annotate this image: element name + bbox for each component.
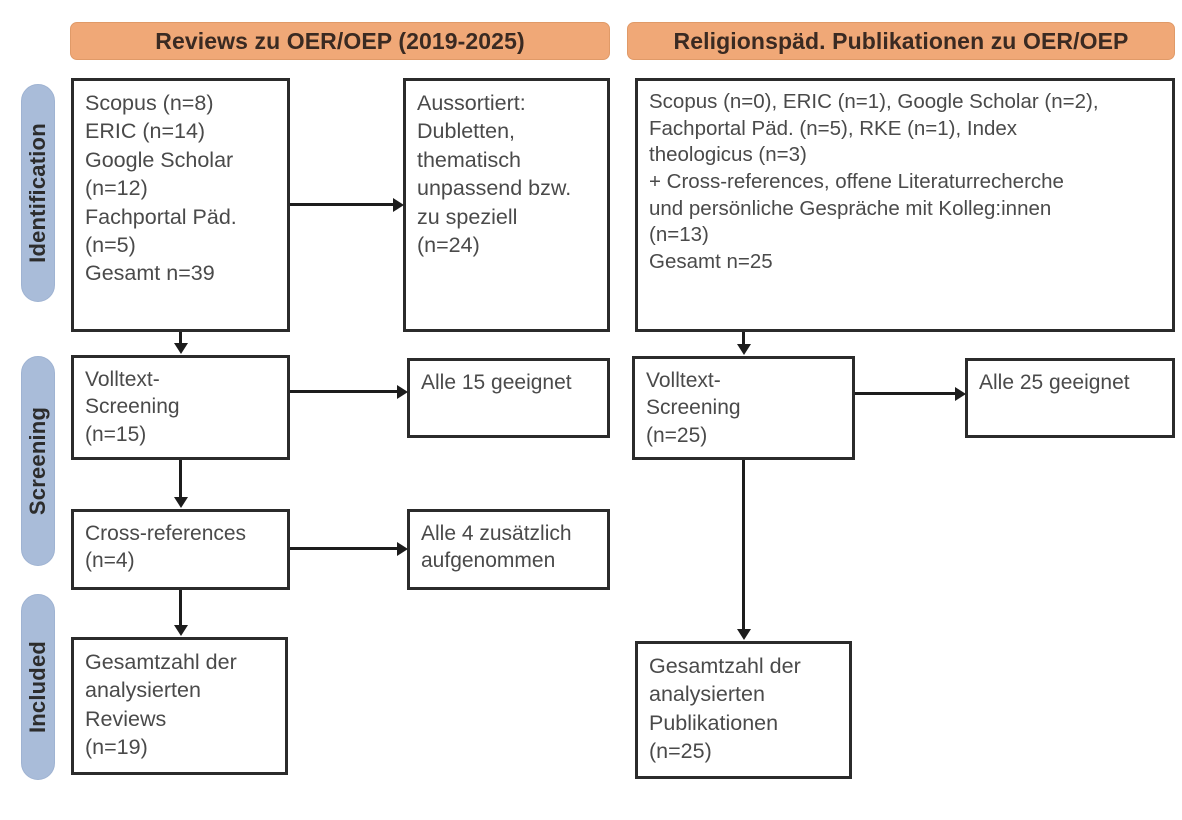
box-left-fulltext-result-text: Alle 15 geeignet [421, 371, 572, 394]
connector-right-fulltext-to-result [855, 392, 956, 395]
box-left-crossrefs: Cross-references (n=4) [71, 509, 290, 590]
arrowhead-left-crossrefs-to-result [397, 542, 408, 556]
stage-label-screening: Screening [25, 406, 51, 516]
connector-left-ident-to-fulltext [179, 332, 182, 344]
box-left-crossrefs-result-text: Alle 4 zusätzlich aufgenommen [421, 522, 572, 573]
box-left-included: Gesamtzahl der analysierten Reviews (n=1… [71, 637, 288, 775]
box-right-fulltext-result: Alle 25 geeignet [965, 358, 1175, 438]
box-left-fulltext-screening: Volltext- Screening (n=15) [71, 355, 290, 460]
connector-right-ident-to-fulltext [742, 332, 745, 345]
column-header-religionspaed-label: Religionspäd. Publikationen zu OER/OEP [673, 27, 1129, 54]
box-left-identification-sources: Scopus (n=8) ERIC (n=14) Google Scholar … [71, 78, 290, 332]
box-left-fulltext-result: Alle 15 geeignet [407, 358, 610, 438]
arrowhead-left-fulltext-to-crossrefs [174, 497, 188, 508]
stage-pill-screening: Screening [21, 356, 55, 566]
stage-pill-identification: Identification [21, 84, 55, 302]
stage-label-included: Included [25, 640, 50, 734]
box-right-included: Gesamtzahl der analysierten Publikatione… [635, 641, 852, 779]
connector-left-ident-to-excluded [290, 203, 394, 206]
arrowhead-right-fulltext-to-result [955, 387, 966, 401]
connector-right-fulltext-to-included [742, 460, 745, 630]
box-right-included-text: Gesamtzahl der analysierten Publikatione… [649, 654, 801, 764]
box-right-identification-sources: Scopus (n=0), ERIC (n=1), Google Scholar… [635, 78, 1175, 332]
arrowhead-right-fulltext-to-included [737, 629, 751, 640]
box-right-fulltext-screening: Volltext- Screening (n=25) [632, 356, 855, 460]
arrowhead-right-ident-to-fulltext [737, 344, 751, 355]
stage-pill-included: Included [21, 594, 55, 780]
box-right-identification-sources-text: Scopus (n=0), ERIC (n=1), Google Scholar… [649, 90, 1099, 273]
column-header-reviews-label: Reviews zu OER/OEP (2019-2025) [155, 27, 525, 54]
connector-left-crossrefs-to-included [179, 590, 182, 626]
arrowhead-left-crossrefs-to-included [174, 625, 188, 636]
box-left-crossrefs-text: Cross-references (n=4) [85, 522, 247, 573]
box-right-fulltext-result-text: Alle 25 geeignet [979, 371, 1130, 394]
arrowhead-left-ident-to-excluded [393, 198, 404, 212]
column-header-reviews: Reviews zu OER/OEP (2019-2025) [70, 22, 610, 60]
stage-label-identification: Identification [25, 123, 51, 263]
connector-left-fulltext-to-crossrefs [179, 460, 182, 498]
box-left-excluded-text: Aussortiert: Dubletten, thematisch unpas… [417, 91, 572, 257]
box-left-included-text: Gesamtzahl der analysierten Reviews (n=1… [85, 650, 237, 760]
box-right-fulltext-screening-text: Volltext- Screening (n=25) [646, 369, 741, 447]
connector-left-crossrefs-to-result [290, 547, 398, 550]
connector-left-fulltext-to-result [290, 390, 398, 393]
box-left-fulltext-screening-text: Volltext- Screening (n=15) [85, 368, 180, 446]
column-header-religionspaed: Religionspäd. Publikationen zu OER/OEP [627, 22, 1175, 60]
arrowhead-left-ident-to-fulltext [174, 343, 188, 354]
box-left-identification-sources-text: Scopus (n=8) ERIC (n=14) Google Scholar … [85, 91, 237, 286]
arrowhead-left-fulltext-to-result [397, 385, 408, 399]
box-left-crossrefs-result: Alle 4 zusätzlich aufgenommen [407, 509, 610, 590]
box-left-excluded: Aussortiert: Dubletten, thematisch unpas… [403, 78, 610, 332]
